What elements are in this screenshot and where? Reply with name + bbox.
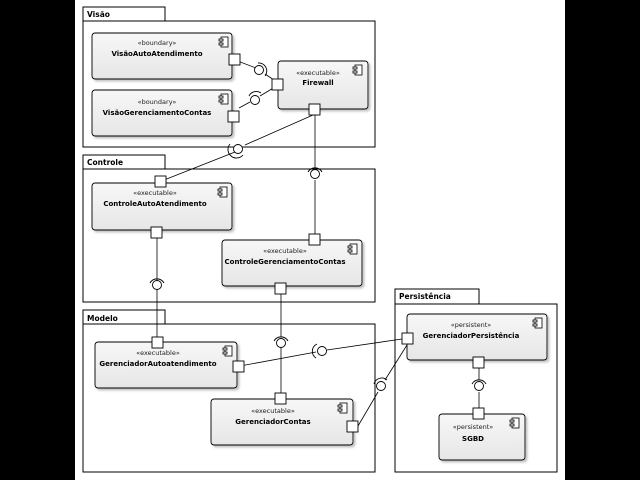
component-name: VisãoAutoAtendimento <box>111 50 202 58</box>
component-icon <box>347 243 358 255</box>
stereotype-label: «boundary» <box>138 39 177 47</box>
stereotype-label: «boundary» <box>138 98 177 106</box>
component-icon <box>218 93 229 105</box>
lollipop <box>376 381 386 391</box>
lollipop <box>317 346 327 356</box>
port-square <box>308 103 321 116</box>
port-square <box>274 282 287 295</box>
port-square <box>271 78 284 91</box>
component-name: GerenciadorContas <box>235 418 310 426</box>
component-name: ControleGerenciamentoContas <box>225 258 346 266</box>
lollipop <box>250 95 260 105</box>
lollipop <box>233 144 243 154</box>
socket <box>248 90 262 97</box>
package-modelo-label: Modelo <box>87 314 118 323</box>
component-gerenciador-persistencia[interactable]: «persistent» GerenciadorPersistência <box>401 313 548 369</box>
diagram-canvas: Visão Controle Modelo Persistência <box>75 0 565 480</box>
socket <box>149 278 165 284</box>
component-controle-auto-atendimento[interactable]: «executable» ControleAutoAtendimento <box>91 175 233 239</box>
stereotype-label: «persistent» <box>453 423 494 431</box>
socket <box>273 336 289 342</box>
component-visao-auto-atendimento[interactable]: «boundary» VisãoAutoAtendimento <box>91 32 241 80</box>
component-gerenciador-contas[interactable]: «executable» GerenciadorContas <box>210 392 359 446</box>
component-icon <box>218 36 229 48</box>
socket <box>373 377 388 385</box>
component-name: Firewall <box>302 79 333 87</box>
component-firewall[interactable]: «executable» Firewall <box>271 60 369 116</box>
component-name: ControleAutoAtendimento <box>103 200 207 208</box>
port-square <box>232 360 245 373</box>
port-square <box>154 175 167 188</box>
component-gerenciador-autoatendimento[interactable]: «executable» GerenciadorAutoatendimento <box>94 336 245 389</box>
port-square <box>472 407 485 420</box>
lollipop <box>152 280 162 290</box>
socket <box>257 62 268 77</box>
stereotype-label: «executable» <box>263 247 307 255</box>
component-sgbd[interactable]: «persistent» SGBD <box>438 407 526 461</box>
port-square <box>472 356 485 369</box>
socket <box>307 167 323 173</box>
stereotype-label: «persistent» <box>451 321 492 329</box>
port-square <box>227 110 240 123</box>
stereotype-label: «executable» <box>136 349 180 357</box>
component-name: GerenciadorPersistência <box>423 332 520 340</box>
package-modelo[interactable]: Modelo <box>82 309 376 473</box>
port-square <box>150 226 163 239</box>
socket <box>471 379 487 385</box>
component-icon <box>217 186 228 198</box>
package-visao-label: Visão <box>87 10 110 19</box>
lollipop <box>474 381 484 391</box>
component-icon <box>509 417 520 429</box>
port-square <box>151 336 164 349</box>
port-square <box>401 332 414 345</box>
component-name: SGBD <box>462 435 484 443</box>
port-square <box>308 233 321 246</box>
component-visao-gerenciamento-contas[interactable]: «boundary» VisãoGerenciamentoContas <box>91 89 240 137</box>
lollipop <box>276 338 286 348</box>
component-icon <box>337 402 348 414</box>
lollipop <box>310 169 320 179</box>
component-controle-gerenciamento-contas[interactable]: «executable» ControleGerenciamentoContas <box>221 233 363 295</box>
component-icon <box>532 317 543 329</box>
component-icon <box>352 64 363 76</box>
package-persistencia-label: Persistência <box>399 292 451 301</box>
lollipop <box>254 65 264 75</box>
stereotype-label: «executable» <box>133 189 177 197</box>
port-square <box>274 392 287 405</box>
package-controle-label: Controle <box>87 158 123 167</box>
component-name: VisãoGerenciamentoContas <box>103 109 212 117</box>
component-icon <box>222 345 233 357</box>
interfaces <box>149 62 487 391</box>
port-square <box>346 420 359 433</box>
port-square <box>228 53 241 66</box>
component-name: GerenciadorAutoatendimento <box>99 360 216 368</box>
socket <box>227 143 244 159</box>
socket <box>311 343 318 359</box>
stereotype-label: «executable» <box>296 69 340 77</box>
stereotype-label: «executable» <box>251 407 295 415</box>
